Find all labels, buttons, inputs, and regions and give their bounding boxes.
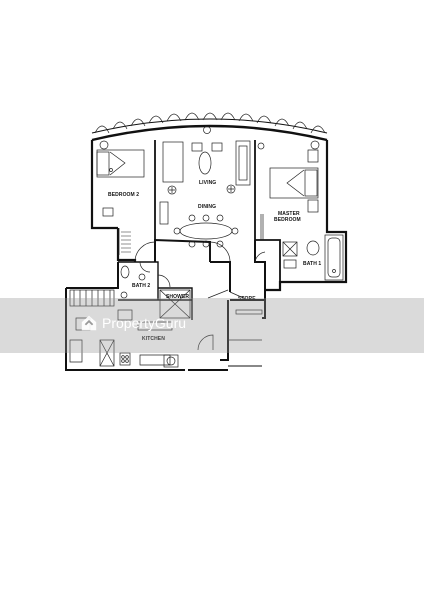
room-label-shower: SHOWER [166,294,189,300]
living-furniture [159,140,251,225]
room-label-master-line1: MASTER [278,211,300,217]
room-label-store: STORE [238,296,256,302]
room-label-kitchen: KITCHEN [142,336,165,342]
exterior-walls [65,140,348,371]
kitchen-fixtures [69,289,179,368]
room-label-bath-2: BATH 2 [132,283,150,289]
master-bedroom-furniture [260,149,319,240]
bedroom-2-furniture [96,149,145,255]
store-fixtures [228,309,263,341]
curved-facade [91,112,328,150]
watermark-band [0,298,424,353]
interior-walls [97,140,281,320]
dining-table [173,214,239,248]
doors [134,241,266,351]
room-label-living: LIVING [199,180,216,186]
watermark-text: PropertyGuru [102,315,187,331]
room-label-master-line2: BEDROOM [274,217,301,223]
house-logo-icon [81,315,97,331]
watermark: PropertyGuru [80,314,186,332]
room-label-dining: DINING [198,204,216,210]
room-label-bedroom-2: BEDROOM 2 [108,192,139,198]
bath-2-fixtures [120,265,191,319]
bath-1-fixtures [282,234,344,281]
room-label-bath-1: BATH 1 [303,261,321,267]
